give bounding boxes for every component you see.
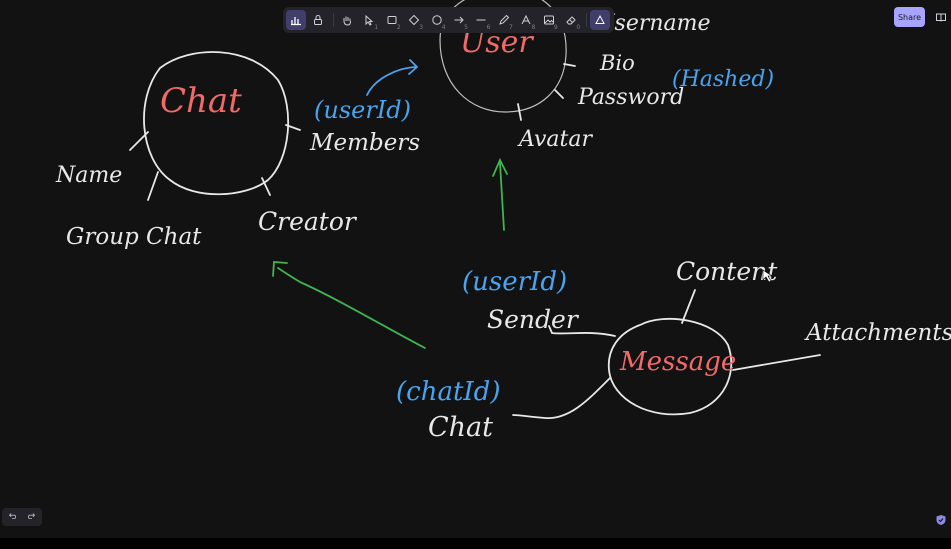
message-attr-attachments[interactable]: Attachments bbox=[804, 320, 951, 346]
message-connector-chat[interactable] bbox=[512, 377, 611, 419]
user-connector-avatar[interactable] bbox=[517, 103, 522, 121]
user-attr-password[interactable]: Password bbox=[577, 85, 684, 110]
user-connector-bio[interactable] bbox=[563, 63, 576, 67]
message-attr-chat[interactable]: Chat bbox=[428, 412, 493, 443]
message-connector-content[interactable] bbox=[681, 289, 696, 324]
arrow-icon bbox=[454, 16, 464, 24]
chat-attr-members[interactable]: Members bbox=[309, 130, 420, 156]
main-toolbar: 1 2 3 4 5 6 7 8 9 0 bbox=[283, 7, 614, 33]
chat-to-chat-arrow[interactable] bbox=[272, 261, 426, 349]
chat-entity-title[interactable]: Chat bbox=[160, 81, 242, 121]
diamond-tool[interactable]: 3 bbox=[404, 10, 424, 31]
chat-attr-name[interactable]: Name bbox=[55, 163, 122, 188]
message-attr-sender-note[interactable]: (userId) bbox=[462, 267, 567, 297]
chat-entity-circle[interactable] bbox=[143, 51, 289, 196]
hand-tool[interactable] bbox=[337, 10, 357, 30]
eraser-tool[interactable]: 0 bbox=[561, 10, 581, 31]
chat-connector-creator[interactable] bbox=[261, 177, 271, 196]
shortcut-key: 9 bbox=[553, 24, 558, 31]
user-attr-password-note[interactable]: (Hashed) bbox=[672, 67, 774, 92]
bottom-strip bbox=[0, 538, 951, 549]
sender-to-user-arrow[interactable] bbox=[492, 157, 508, 231]
library-tool[interactable] bbox=[286, 10, 306, 30]
chat-connector-groupchat[interactable] bbox=[147, 171, 159, 201]
shortcut-key: 1 bbox=[374, 24, 379, 31]
redo-icon bbox=[28, 512, 36, 519]
message-connector-attachments[interactable] bbox=[732, 354, 821, 371]
toolbar-divider bbox=[332, 13, 334, 27]
rectangle-icon bbox=[387, 16, 397, 24]
whiteboard-canvas[interactable]: Chat Name (userId) Members Group Chat Cr… bbox=[0, 0, 951, 538]
rectangle-tool[interactable]: 2 bbox=[382, 10, 402, 31]
shortcut-key: 2 bbox=[396, 24, 401, 31]
message-attr-content[interactable]: Content bbox=[676, 257, 778, 286]
library-icon bbox=[290, 17, 301, 26]
shortcut-key: 6 bbox=[486, 24, 491, 31]
chat-connector-members[interactable] bbox=[285, 124, 301, 131]
line-tool[interactable]: 6 bbox=[471, 10, 491, 31]
message-entity-circle[interactable] bbox=[607, 318, 733, 416]
draw-tool[interactable]: 7 bbox=[494, 10, 514, 31]
user-connector-password[interactable] bbox=[554, 89, 564, 99]
members-note-arrow[interactable] bbox=[366, 59, 419, 96]
chat-attr-creator[interactable]: Creator bbox=[258, 207, 358, 236]
share-button[interactable]: Share bbox=[894, 7, 925, 27]
eraser-icon bbox=[566, 16, 576, 25]
text-icon bbox=[521, 14, 531, 25]
redo-button[interactable] bbox=[27, 511, 37, 524]
pointer-icon bbox=[365, 14, 374, 26]
extra-tools-button[interactable] bbox=[589, 10, 610, 30]
shortcut-key: 4 bbox=[441, 24, 446, 31]
message-entity-title[interactable]: Message bbox=[619, 347, 736, 377]
arrow-tool[interactable]: 5 bbox=[449, 10, 469, 31]
hand-icon bbox=[343, 16, 351, 26]
shortcut-key: 5 bbox=[464, 24, 468, 31]
line-icon bbox=[476, 19, 486, 21]
message-attr-sender[interactable]: Sender bbox=[487, 305, 580, 334]
message-connector-sender[interactable] bbox=[548, 325, 616, 337]
user-attr-bio[interactable]: Bio bbox=[599, 51, 635, 75]
lock-icon bbox=[314, 15, 323, 25]
image-icon bbox=[543, 15, 554, 25]
shield-icon[interactable] bbox=[935, 511, 947, 525]
cursor-icon bbox=[762, 269, 773, 283]
library-button[interactable] bbox=[932, 7, 950, 27]
ellipse-icon bbox=[431, 15, 442, 25]
user-entity-circle[interactable] bbox=[439, 0, 567, 113]
chat-connector-name[interactable] bbox=[129, 131, 149, 151]
image-tool[interactable]: 9 bbox=[539, 10, 559, 31]
user-attr-avatar[interactable]: Avatar bbox=[517, 127, 593, 152]
undo-button[interactable] bbox=[7, 511, 17, 524]
toolbar-divider bbox=[585, 13, 587, 27]
chat-attr-groupchat[interactable]: Group Chat bbox=[66, 224, 202, 250]
undo-redo-group bbox=[2, 508, 42, 526]
shortcut-key: 7 bbox=[509, 24, 513, 31]
ellipse-tool[interactable]: 4 bbox=[427, 10, 447, 31]
selection-tool[interactable]: 1 bbox=[359, 10, 379, 31]
diamond-icon bbox=[408, 14, 420, 26]
lock-tool[interactable] bbox=[308, 10, 328, 30]
shortcut-key: 0 bbox=[576, 24, 581, 31]
chat-attr-members-note[interactable]: (userId) bbox=[314, 96, 411, 124]
book-icon bbox=[936, 13, 946, 22]
pencil-icon bbox=[499, 14, 510, 25]
user-attr-username[interactable]: Username bbox=[596, 11, 711, 36]
shortcut-key: 3 bbox=[419, 24, 424, 31]
shapes-icon bbox=[594, 14, 605, 24]
shortcut-key: 8 bbox=[531, 24, 536, 31]
undo-icon bbox=[8, 512, 16, 519]
text-tool[interactable]: 8 bbox=[516, 10, 536, 31]
message-attr-chat-note[interactable]: (chatId) bbox=[396, 377, 500, 407]
